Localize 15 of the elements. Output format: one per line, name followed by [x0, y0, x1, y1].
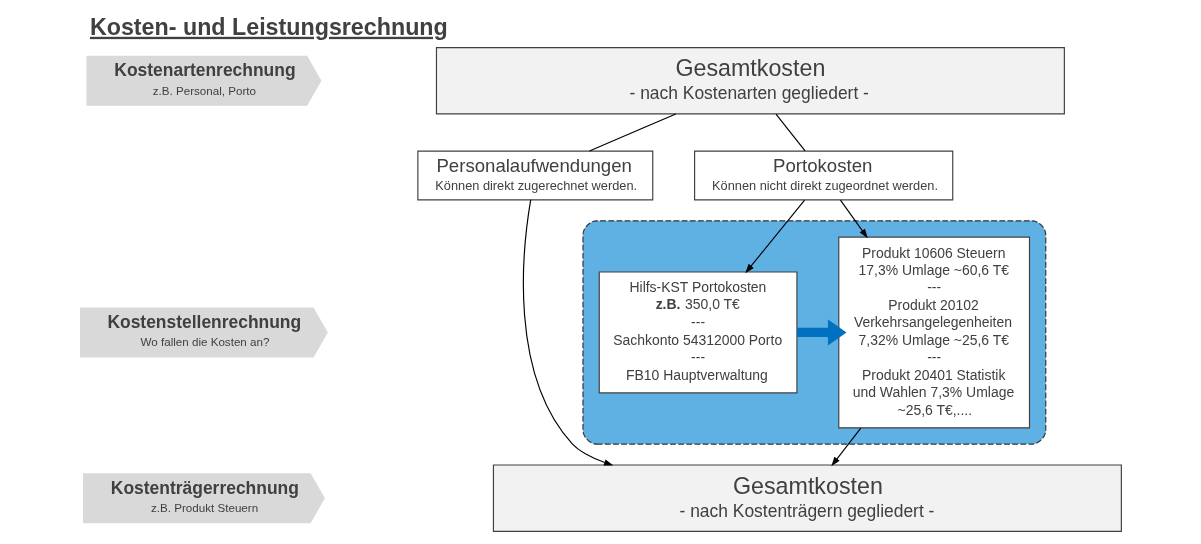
arrow — [796, 319, 847, 346]
arrow — [522, 199, 613, 466]
arrow — [830, 427, 861, 467]
connector — [774, 113, 806, 152]
node-box: Hilfs-KST Portokosten z.B. 350,0 T€ --- Sachkonto 54312000 Porto --- FB10 Hauptverwaltung — [598, 271, 797, 394]
node-box: Personalaufwendungen Können direkt zugerechnet werden. — [416, 150, 653, 201]
connector — [588, 113, 676, 152]
arrow — [839, 199, 868, 239]
arrow — [744, 199, 805, 274]
node-box: Gesamtkosten - nach Kostenarten gegliedert - — [435, 47, 1065, 115]
diagram-title: Kosten- und Leistungsrechnung — [89, 13, 448, 40]
node-box: Gesamtkosten - nach Kostenträgern gegliedert - — [492, 464, 1122, 532]
node-box: Portokosten Können nicht direkt zugeordnet werden. — [693, 150, 953, 201]
cluster — [581, 220, 1046, 445]
node-box: Produkt 10606 Steuern 17,3% Umlage ~60,6 T€ --- Produkt 20102 Verkehrsangelegenheiten 7,32% Umlage ~25,6 T€ --- Produkt 20401 Statistik und Wahlen 7,3% Umlage ~25,6 T€,.... — [837, 236, 1030, 429]
